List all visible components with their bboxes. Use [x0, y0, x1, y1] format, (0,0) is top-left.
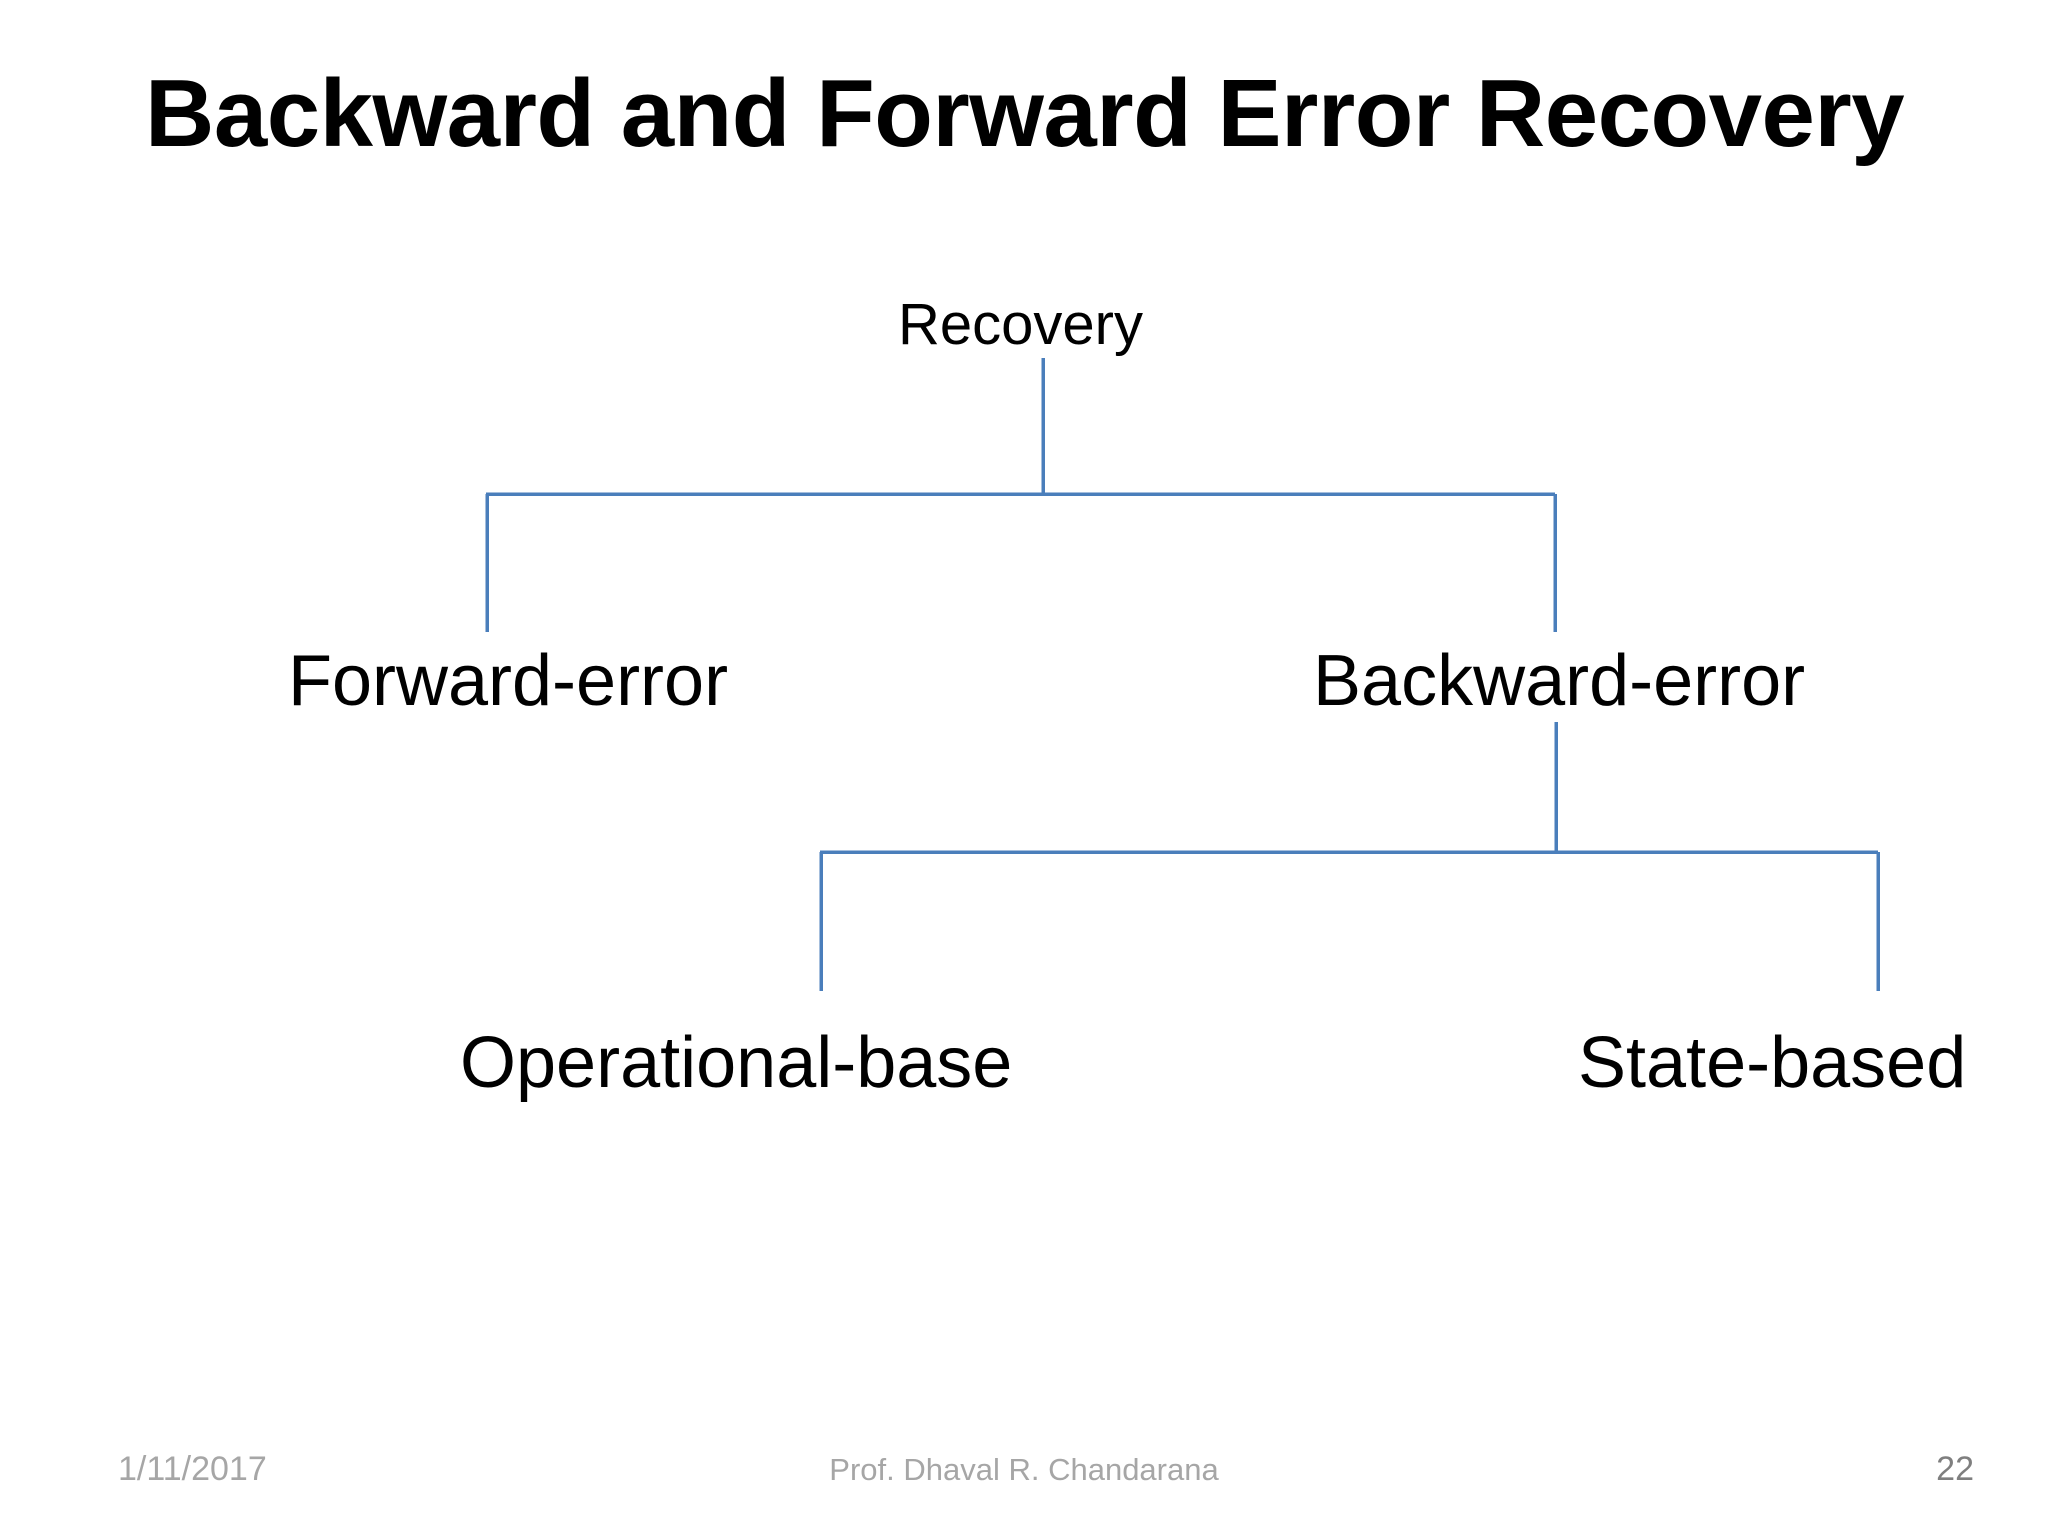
footer-slide-number: 22 [1936, 1450, 1974, 1488]
footer-date: 1/11/2017 [118, 1450, 267, 1488]
recovery-tree-diagram: Recovery Forward-error Backward-error Op… [288, 292, 1967, 1103]
tree-node-recovery: Recovery [898, 292, 1143, 357]
footer-author: Prof. Dhaval R. Chandarana [829, 1452, 1219, 1487]
slide-footer: 1/11/2017 Prof. Dhaval R. Chandarana 22 [0, 1446, 2048, 1516]
tree-node-operational-base: Operational-base [460, 1023, 1013, 1103]
tree-node-forward-error: Forward-error [288, 641, 729, 721]
tree-node-backward-error: Backward-error [1313, 641, 1806, 721]
tree-node-state-based: State-based [1578, 1023, 1967, 1103]
slide-title: Backward and Forward Error Recovery [145, 60, 1905, 167]
